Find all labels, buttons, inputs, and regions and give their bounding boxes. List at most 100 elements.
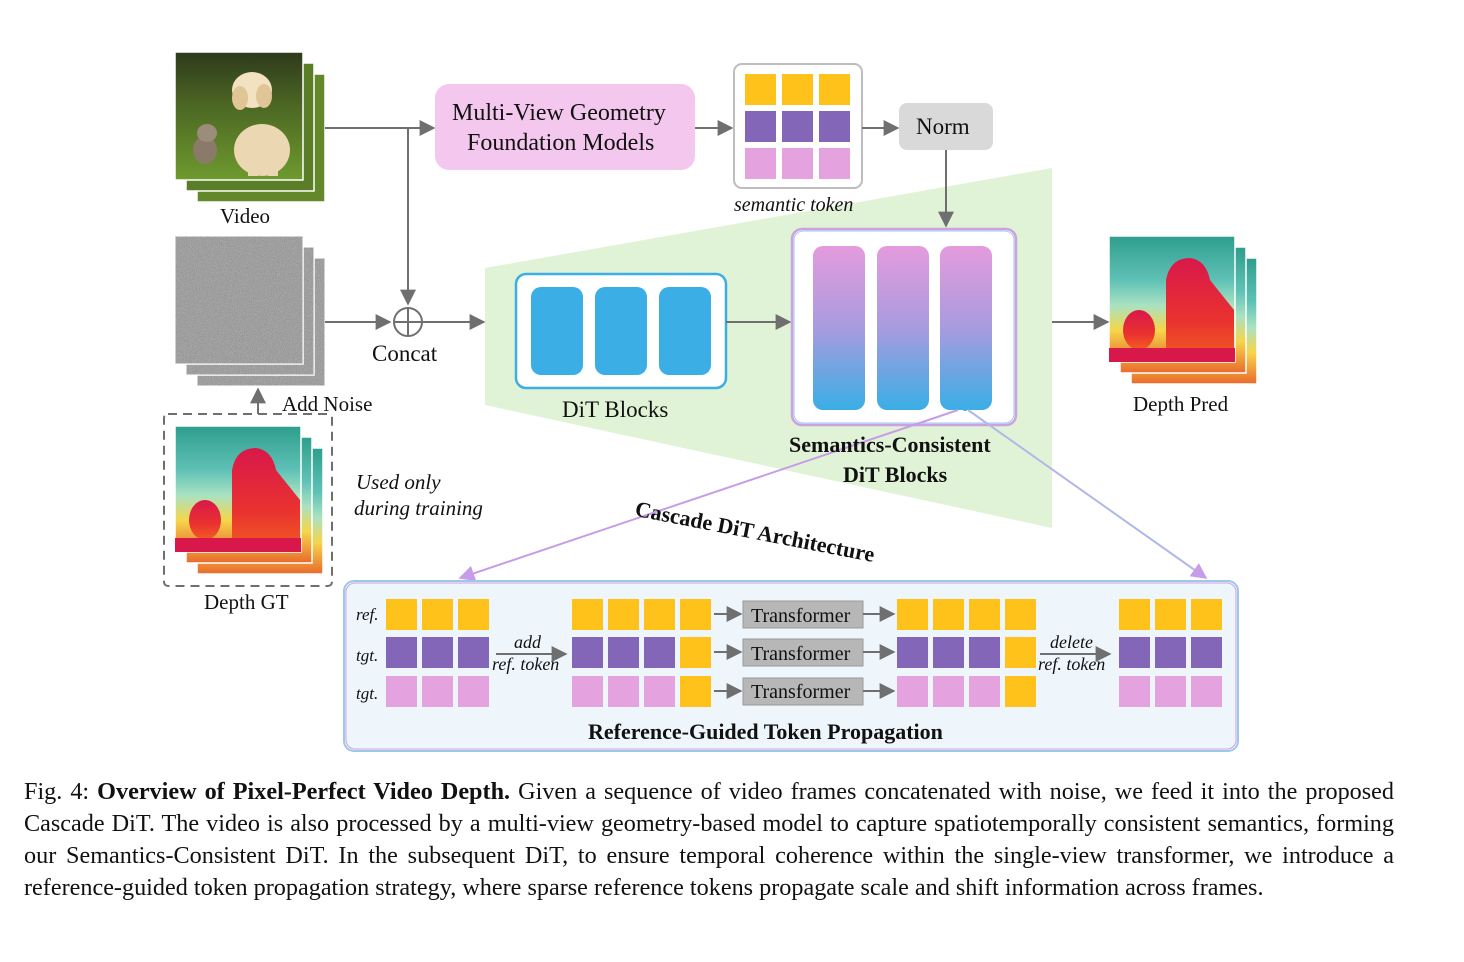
token [1119, 599, 1150, 630]
token [572, 599, 603, 630]
token [422, 637, 453, 668]
row-label-tgt: tgt. [356, 684, 379, 703]
semantic-token [745, 111, 776, 142]
caption-body: Given a sequence of video frames concate… [24, 778, 1394, 901]
token [1191, 637, 1222, 668]
transformers [714, 600, 896, 706]
row-label-ref: ref. [356, 605, 379, 624]
caption-prefix: Fig. 4: [24, 778, 98, 805]
noise-frames [174, 235, 326, 387]
depth-pred-frames [1108, 235, 1258, 385]
token [1005, 676, 1036, 707]
semantic-token [819, 74, 850, 105]
sc-dit-block [813, 246, 865, 410]
token [1005, 637, 1036, 668]
token [608, 676, 639, 707]
token [644, 637, 675, 668]
dit-block [595, 287, 647, 375]
semantic-token [782, 148, 813, 179]
token [572, 676, 603, 707]
mvgfm-line2: Foundation Models [467, 130, 655, 156]
semantic-token [782, 74, 813, 105]
sc-dit-line1: Semantics-Consistent [789, 432, 991, 457]
concat-label: Concat [372, 341, 438, 366]
mvgfm-box [435, 84, 695, 170]
norm-box [899, 103, 993, 150]
token [1155, 676, 1186, 707]
token [458, 599, 489, 630]
semantic-token-label: semantic token [734, 194, 854, 216]
mvgfm-line1: Multi-View Geometry [452, 100, 666, 126]
figure-caption: Fig. 4: Overview of Pixel-Perfect Video … [24, 776, 1394, 904]
token [933, 599, 964, 630]
rgtp-title: Reference-Guided Token Propagation [588, 719, 943, 744]
semantic-token [745, 148, 776, 179]
token [897, 637, 928, 668]
token [608, 637, 639, 668]
token [969, 599, 1000, 630]
transformer-box [742, 638, 864, 667]
token [1191, 676, 1222, 707]
sc-dit-block [877, 246, 929, 410]
token [644, 599, 675, 630]
figure: Video Add Noise Concat Depth GT Used onl… [163, 51, 1258, 752]
add-noise-label: Add Noise [282, 392, 373, 416]
add-label-line2: ref. token [492, 654, 560, 674]
add-label-line1: add [514, 632, 541, 652]
semantic-tokens [745, 74, 850, 179]
token [933, 637, 964, 668]
semantic-token [819, 111, 850, 142]
depth-gt-label: Depth GT [204, 590, 289, 614]
transformer-label: Transformer [751, 681, 851, 703]
dit-blocks-label: DiT Blocks [562, 397, 669, 422]
token [386, 637, 417, 668]
dit-block [659, 287, 711, 375]
token [680, 637, 711, 668]
semantic-token [782, 111, 813, 142]
sc-dit-line2: DiT Blocks [843, 462, 948, 487]
token [458, 637, 489, 668]
delete-label-line1: delete [1050, 632, 1093, 652]
transformer-box [742, 600, 864, 629]
row-label-tgt: tgt. [356, 646, 379, 665]
token [1005, 599, 1036, 630]
depth-gt-dashed-box [163, 413, 333, 587]
norm-label: Norm [916, 114, 970, 139]
semantic-token [819, 148, 850, 179]
token [644, 676, 675, 707]
token [969, 637, 1000, 668]
concat-symbol [393, 307, 423, 337]
delete-label-line2: ref. token [1038, 654, 1106, 674]
depth-gt-frames [174, 425, 324, 575]
rgtp-tokens [386, 599, 1222, 707]
token [386, 599, 417, 630]
video-label: Video [220, 204, 271, 228]
video-frames [174, 51, 326, 203]
token [1119, 637, 1150, 668]
transformer-box [742, 677, 864, 706]
token [422, 599, 453, 630]
token [458, 676, 489, 707]
token [897, 599, 928, 630]
token [608, 599, 639, 630]
dit-block [531, 287, 583, 375]
semantic-token [745, 74, 776, 105]
used-only-line2: during training [354, 496, 483, 520]
token [1191, 599, 1222, 630]
transformer-label: Transformer [751, 643, 851, 665]
token [422, 676, 453, 707]
token [933, 676, 964, 707]
token [680, 599, 711, 630]
figure-diagram [163, 51, 1258, 752]
token [386, 676, 417, 707]
token [680, 676, 711, 707]
token [969, 676, 1000, 707]
used-only-line1: Used only [356, 470, 441, 494]
token [572, 637, 603, 668]
token [1119, 676, 1150, 707]
token [897, 676, 928, 707]
sc-dit-block [940, 246, 992, 410]
transformer-label: Transformer [751, 605, 851, 627]
depth-pred-label: Depth Pred [1133, 392, 1229, 416]
token [1155, 637, 1186, 668]
